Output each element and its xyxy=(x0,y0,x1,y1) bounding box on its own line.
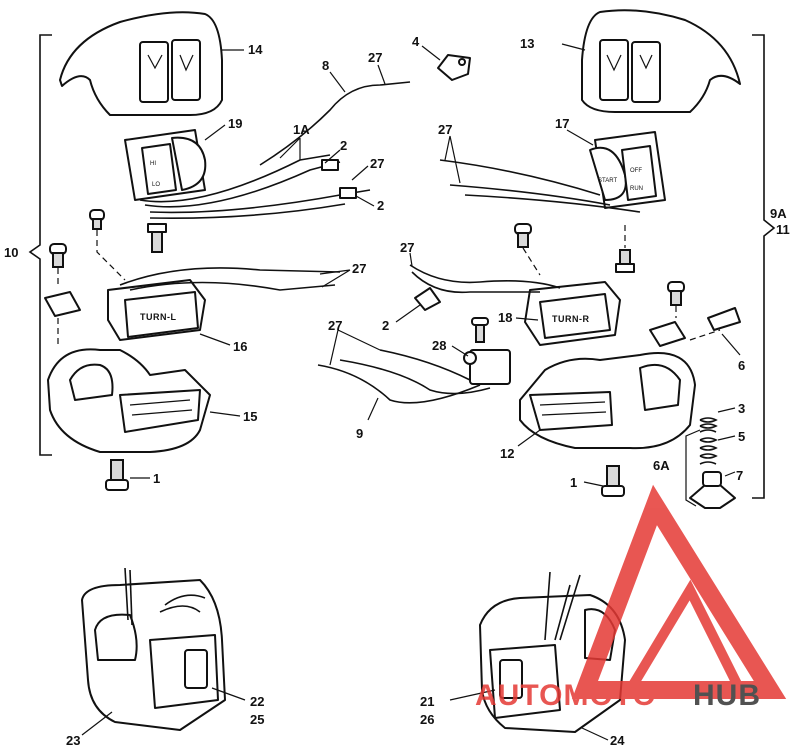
left-switch-wiring xyxy=(139,154,371,220)
callout-26: 26 xyxy=(420,712,434,727)
turn-left-switch: TURN-L xyxy=(107,279,206,341)
callout-1A: 1A xyxy=(293,122,310,137)
callout-9A: 9A xyxy=(770,206,787,221)
turn-left-wiring xyxy=(119,267,341,291)
callout-21: 21 xyxy=(420,694,434,709)
callout-27-lower: 27 xyxy=(328,318,342,333)
callout-6A: 6A xyxy=(653,458,670,473)
callout-11: 11 xyxy=(776,222,790,237)
callout-17: 17 xyxy=(555,116,569,131)
turn-right-switch: TURN-R xyxy=(524,281,621,346)
callout-19: 19 xyxy=(228,116,242,131)
callout-15: 15 xyxy=(243,409,257,424)
callout-2-lower: 2 xyxy=(377,198,384,213)
callout-18: 18 xyxy=(498,310,512,325)
callout-25: 25 xyxy=(250,712,264,727)
callout-27-right-top: 27 xyxy=(438,122,452,137)
upper-left-switch-cover xyxy=(59,11,223,116)
screw-1-left xyxy=(105,459,129,491)
callout-5: 5 xyxy=(738,429,745,444)
callout-24: 24 xyxy=(610,733,625,748)
screw-left-upper xyxy=(147,223,167,253)
callout-13: 13 xyxy=(520,36,534,51)
automotohub-watermark: AUTOMOTO HUB xyxy=(475,484,787,712)
callout-6: 6 xyxy=(738,358,745,373)
callout-22: 22 xyxy=(250,694,264,709)
callout-7: 7 xyxy=(736,468,743,483)
right-group-bracket xyxy=(752,34,776,499)
svg-text:TURN-L: TURN-L xyxy=(140,312,177,322)
callout-28: 28 xyxy=(432,338,446,353)
callout-23: 23 xyxy=(66,733,80,748)
wire-9 xyxy=(317,349,491,404)
callout-1-right: 1 xyxy=(570,475,577,490)
svg-text:TURN-R: TURN-R xyxy=(552,314,590,324)
screw-left-outer xyxy=(49,243,67,288)
callout-14: 14 xyxy=(248,42,263,57)
wire-8 xyxy=(259,81,411,166)
callout-27-left-mid: 27 xyxy=(352,261,366,276)
lower-left-housing xyxy=(47,348,211,453)
clip-left xyxy=(44,291,81,345)
screw-1-right xyxy=(601,465,625,497)
clip-right xyxy=(649,321,686,347)
right-rocker-switch-start-run: START OFF RUN xyxy=(589,131,666,209)
upper-right-switch-cover xyxy=(581,9,741,113)
turn-right-wiring xyxy=(409,264,561,311)
svg-text:START: START xyxy=(598,178,617,184)
connector-4 xyxy=(437,54,471,81)
screw-right-mid xyxy=(615,225,635,273)
callout-3: 3 xyxy=(738,401,745,416)
lower-right-housing xyxy=(519,352,696,450)
left-rocker-switch-hi-lo: HI LO xyxy=(124,129,207,201)
spring-3 xyxy=(699,417,718,433)
callout-2-right: 2 xyxy=(382,318,389,333)
cap-6 xyxy=(707,307,741,331)
callout-27-right-mid: 27 xyxy=(400,240,414,255)
watermark-triangle-icon xyxy=(571,484,787,699)
callout-10: 10 xyxy=(4,245,18,260)
callout-12: 12 xyxy=(500,446,514,461)
watermark-inner-triangle-icon xyxy=(625,579,745,693)
spring-5 xyxy=(699,437,718,465)
svg-text:HI: HI xyxy=(150,161,156,167)
screw-left-mid xyxy=(89,209,126,281)
switch-28 xyxy=(463,317,511,385)
callout-2-upper: 2 xyxy=(340,138,347,153)
screw-right-outer xyxy=(667,281,685,318)
callout-4: 4 xyxy=(412,34,420,49)
callout-27-mid: 27 xyxy=(370,156,384,171)
callout-1-left: 1 xyxy=(153,471,160,486)
svg-text:LO: LO xyxy=(152,182,160,188)
bottom-left-housing-assembly xyxy=(81,567,226,731)
callout-16: 16 xyxy=(233,339,247,354)
right-switch-wiring xyxy=(439,159,641,213)
knob-7 xyxy=(689,471,736,509)
watermark-word-automoto: AUTOMOTO xyxy=(475,679,657,712)
callout-27-top: 27 xyxy=(368,50,382,65)
callout-8: 8 xyxy=(322,58,329,73)
left-group-bracket xyxy=(28,34,52,456)
svg-text:RUN: RUN xyxy=(630,186,643,192)
watermark-word-hub: HUB xyxy=(693,679,761,712)
screw-right-upper xyxy=(514,223,541,276)
svg-text:OFF: OFF xyxy=(630,168,642,174)
callout-9: 9 xyxy=(356,426,363,441)
